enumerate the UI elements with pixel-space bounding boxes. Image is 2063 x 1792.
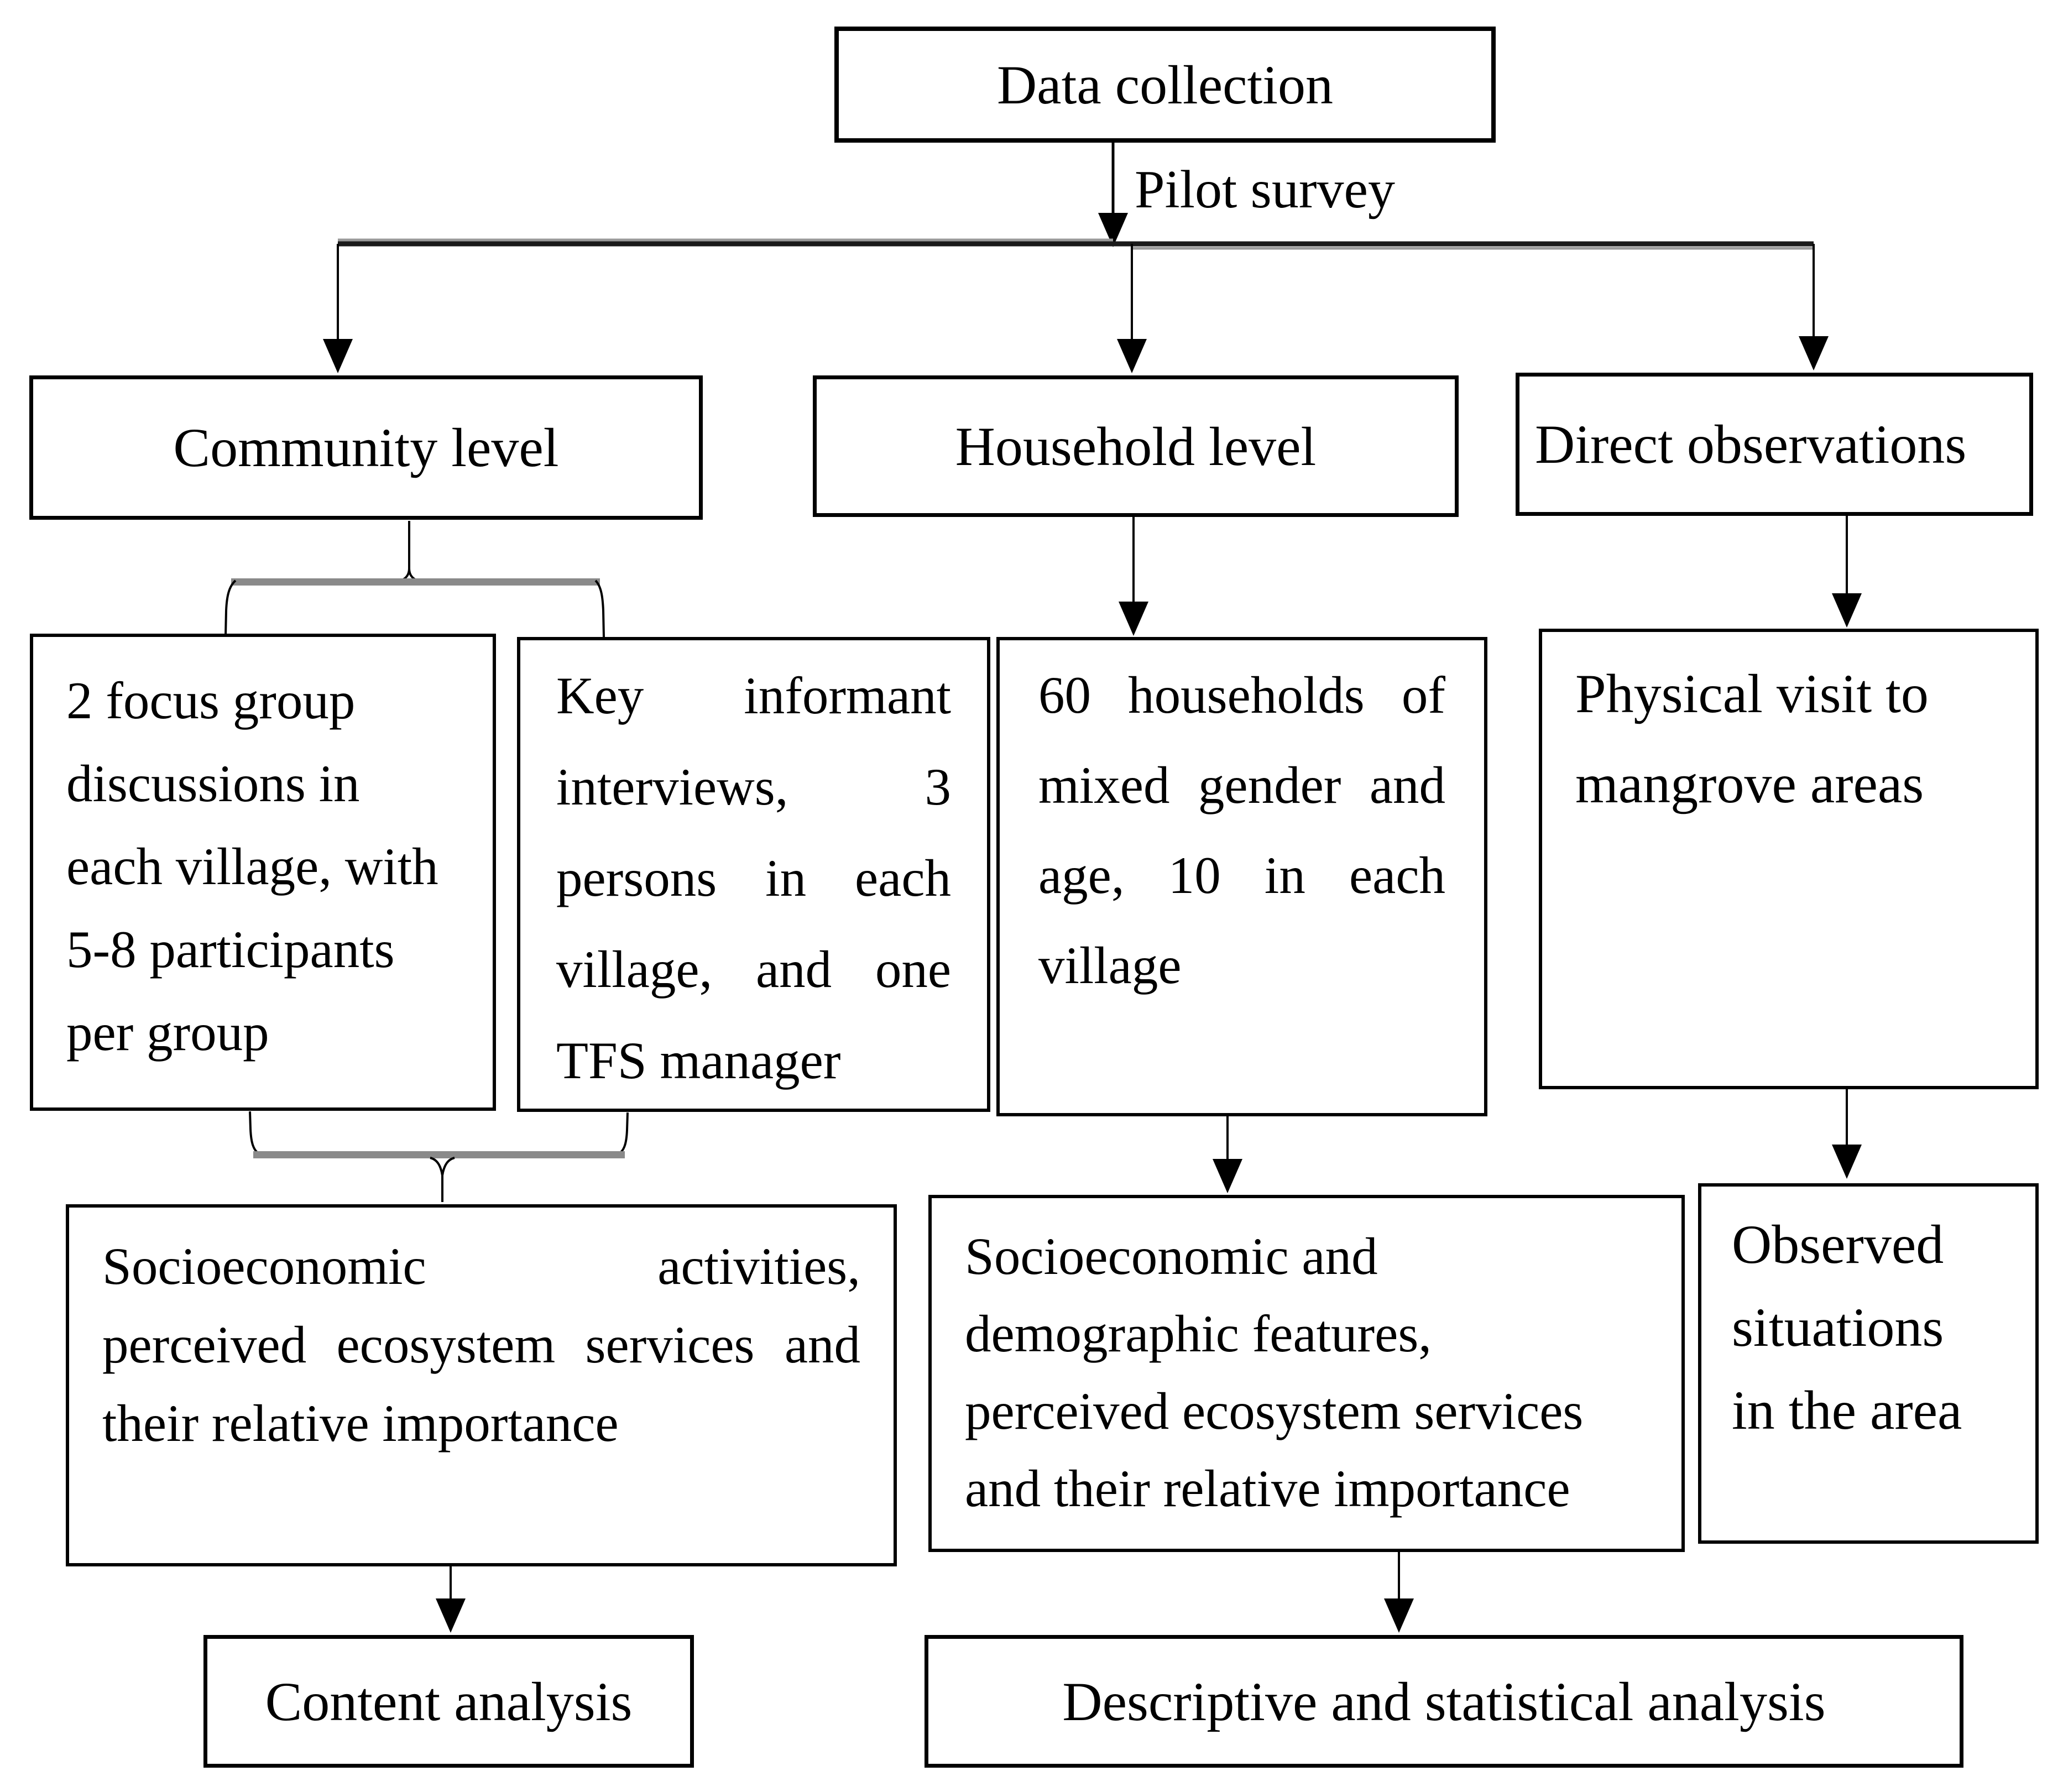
socioeconomic-demographic-box: Socioeconomic and demographic features, pe… xyxy=(928,1195,1685,1552)
content-analysis-label: Content analysis xyxy=(265,1670,633,1732)
text-line: in the area xyxy=(1732,1380,1962,1441)
text-line: persons in each xyxy=(556,849,951,907)
text-line: mangrove areas xyxy=(1575,753,1924,814)
text-line: 2 focus group xyxy=(66,671,356,730)
text-line: interviews, 3 xyxy=(556,757,951,816)
community-level-label: Community level xyxy=(173,417,559,478)
text-line: demographic features, xyxy=(965,1304,1432,1363)
text-line: and their relative importance xyxy=(965,1459,1570,1518)
key-informant-box: Key informant interviews, 3 persons in eac… xyxy=(517,637,990,1112)
direct-observations-label: Direct observations xyxy=(1535,414,1967,475)
focus-group-box: 2 focus group discussions in each village,… xyxy=(30,634,496,1111)
text-line: age, 10 in each xyxy=(1038,846,1445,905)
text-line: village xyxy=(1038,936,1182,995)
text-line: Socioeconomic and xyxy=(965,1227,1378,1286)
socioeconomic-activities-box: Socioeconomic activities, perceived ecosy… xyxy=(66,1204,897,1566)
text-line: situations xyxy=(1732,1297,1944,1358)
text-line: perceived ecosystem services xyxy=(965,1382,1584,1440)
content-analysis-box: Content analysis xyxy=(203,1635,694,1768)
text-line: their relative importance xyxy=(102,1394,619,1453)
text-line: each village, with xyxy=(66,837,438,896)
physical-visit-box: Physical visit to mangrove areas xyxy=(1539,629,2039,1089)
text-line: Physical visit to xyxy=(1575,663,1929,724)
household-level-box: Household level xyxy=(813,375,1459,517)
data-collection-label: Data collection xyxy=(996,54,1334,116)
data-collection-box: Data collection xyxy=(834,27,1496,143)
community-level-box: Community level xyxy=(29,375,703,520)
text-line: 60 households of xyxy=(1038,666,1445,724)
text-line: 5-8 participants xyxy=(66,920,395,979)
descriptive-analysis-box: Descriptive and statistical analysis xyxy=(925,1635,1963,1768)
text-line: Key informant xyxy=(556,666,951,725)
text-line: Observed xyxy=(1732,1214,1944,1275)
text-line: per group xyxy=(66,1003,269,1062)
text-line: perceived ecosystem services and xyxy=(102,1315,860,1374)
observed-situations-box: Observed situations in the area xyxy=(1698,1183,2039,1544)
text-line: mixed gender and xyxy=(1038,756,1445,814)
text-line: discussions in xyxy=(66,754,360,813)
descriptive-analysis-label: Descriptive and statistical analysis xyxy=(1062,1670,1826,1732)
text-line: village, and one xyxy=(556,940,951,999)
direct-observations-box: Direct observations xyxy=(1516,373,2033,516)
households-sample-box: 60 households of mixed gender and age, 10 … xyxy=(996,637,1487,1116)
pilot-survey-label: Pilot survey xyxy=(1135,160,1395,220)
household-level-label: Household level xyxy=(955,415,1317,477)
text-line: Socioeconomic activities, xyxy=(102,1237,860,1295)
text-line: TFS manager xyxy=(556,1031,841,1090)
